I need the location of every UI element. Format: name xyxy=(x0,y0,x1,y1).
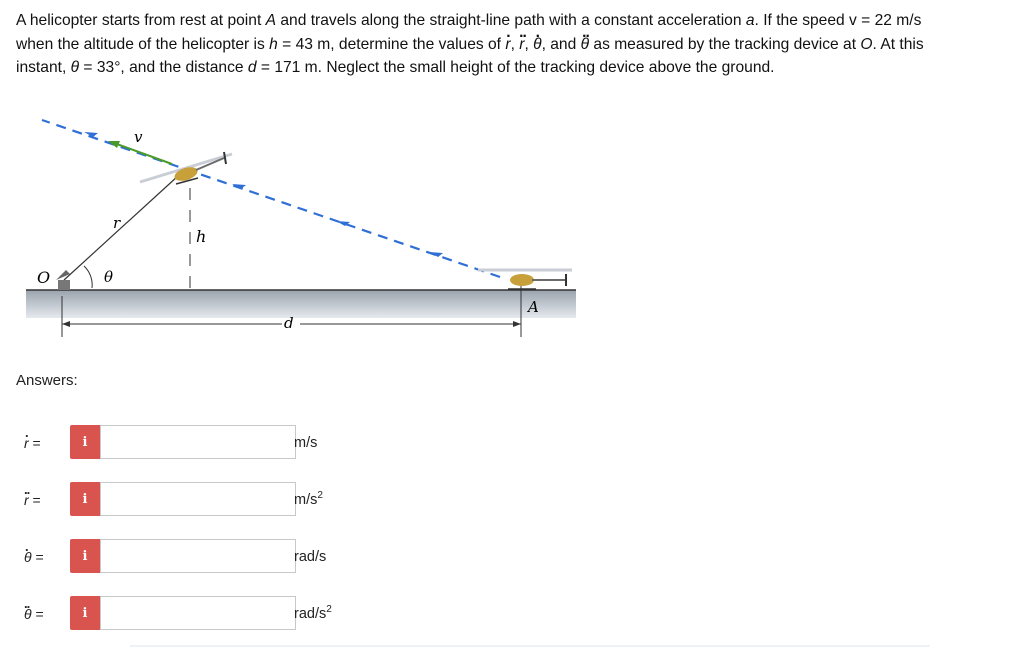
info-button[interactable]: i xyxy=(70,482,100,516)
answer-input-r-dot[interactable] xyxy=(100,425,296,459)
problem-line-3: instant, θ = 33°, and the distance d = 1… xyxy=(16,59,775,76)
answer-unit: m/s2 xyxy=(294,490,323,508)
label-h: h xyxy=(196,227,206,246)
velocity-arrowhead xyxy=(108,141,120,148)
path-arrow-2 xyxy=(336,221,350,226)
answer-label: θ = xyxy=(24,539,44,565)
d-arrow-right xyxy=(513,321,521,327)
label-d: d xyxy=(284,314,294,332)
answer-unit: m/s xyxy=(294,434,318,451)
path-arrow-4 xyxy=(84,132,98,137)
answer-row-theta-dot: θ = i rad/s xyxy=(0,539,420,575)
answer-label: θ = xyxy=(24,596,44,622)
answer-row-r-dot: r = i m/s xyxy=(0,425,420,461)
helicopter-landed-icon xyxy=(478,268,572,290)
label-theta: θ xyxy=(104,268,113,286)
path-arrow-1 xyxy=(429,252,443,257)
answer-label: r = xyxy=(24,482,41,508)
problem-line-2: when the altitude of the helicopter is h… xyxy=(16,33,1011,57)
label-o: O xyxy=(37,268,50,287)
d-arrow-left xyxy=(62,321,70,327)
path-arrow-3 xyxy=(232,184,246,189)
theta-arc xyxy=(83,265,93,289)
helicopter-diagram: v r h O θ d A xyxy=(26,118,576,337)
divider xyxy=(130,645,930,647)
velocity-arrow xyxy=(113,142,173,165)
answer-input-theta-ddot[interactable] xyxy=(100,596,296,630)
ground-strip xyxy=(26,290,576,318)
answer-input-theta-dot[interactable] xyxy=(100,539,296,573)
label-r: r xyxy=(113,214,121,232)
r-line xyxy=(63,175,179,281)
info-button[interactable]: i xyxy=(70,539,100,573)
label-v: v xyxy=(134,128,143,146)
tracking-device-icon xyxy=(56,270,70,290)
info-button[interactable]: i xyxy=(70,425,100,459)
answer-unit: rad/s2 xyxy=(294,604,332,622)
answer-input-r-ddot[interactable] xyxy=(100,482,296,516)
label-a: A xyxy=(526,298,539,316)
answer-row-theta-ddot: θ = i rad/s2 xyxy=(0,596,420,632)
problem-statement: A helicopter starts from rest at point A… xyxy=(16,9,1011,80)
answer-row-r-ddot: r = i m/s2 xyxy=(0,482,420,518)
helicopter-flying-icon xyxy=(139,151,233,185)
problem-line-1: A helicopter starts from rest at point A… xyxy=(16,12,922,29)
answer-unit: rad/s xyxy=(294,548,327,565)
answers-heading: Answers: xyxy=(16,372,78,389)
info-button[interactable]: i xyxy=(70,596,100,630)
answer-label: r = xyxy=(24,425,41,451)
flight-path xyxy=(41,118,501,279)
